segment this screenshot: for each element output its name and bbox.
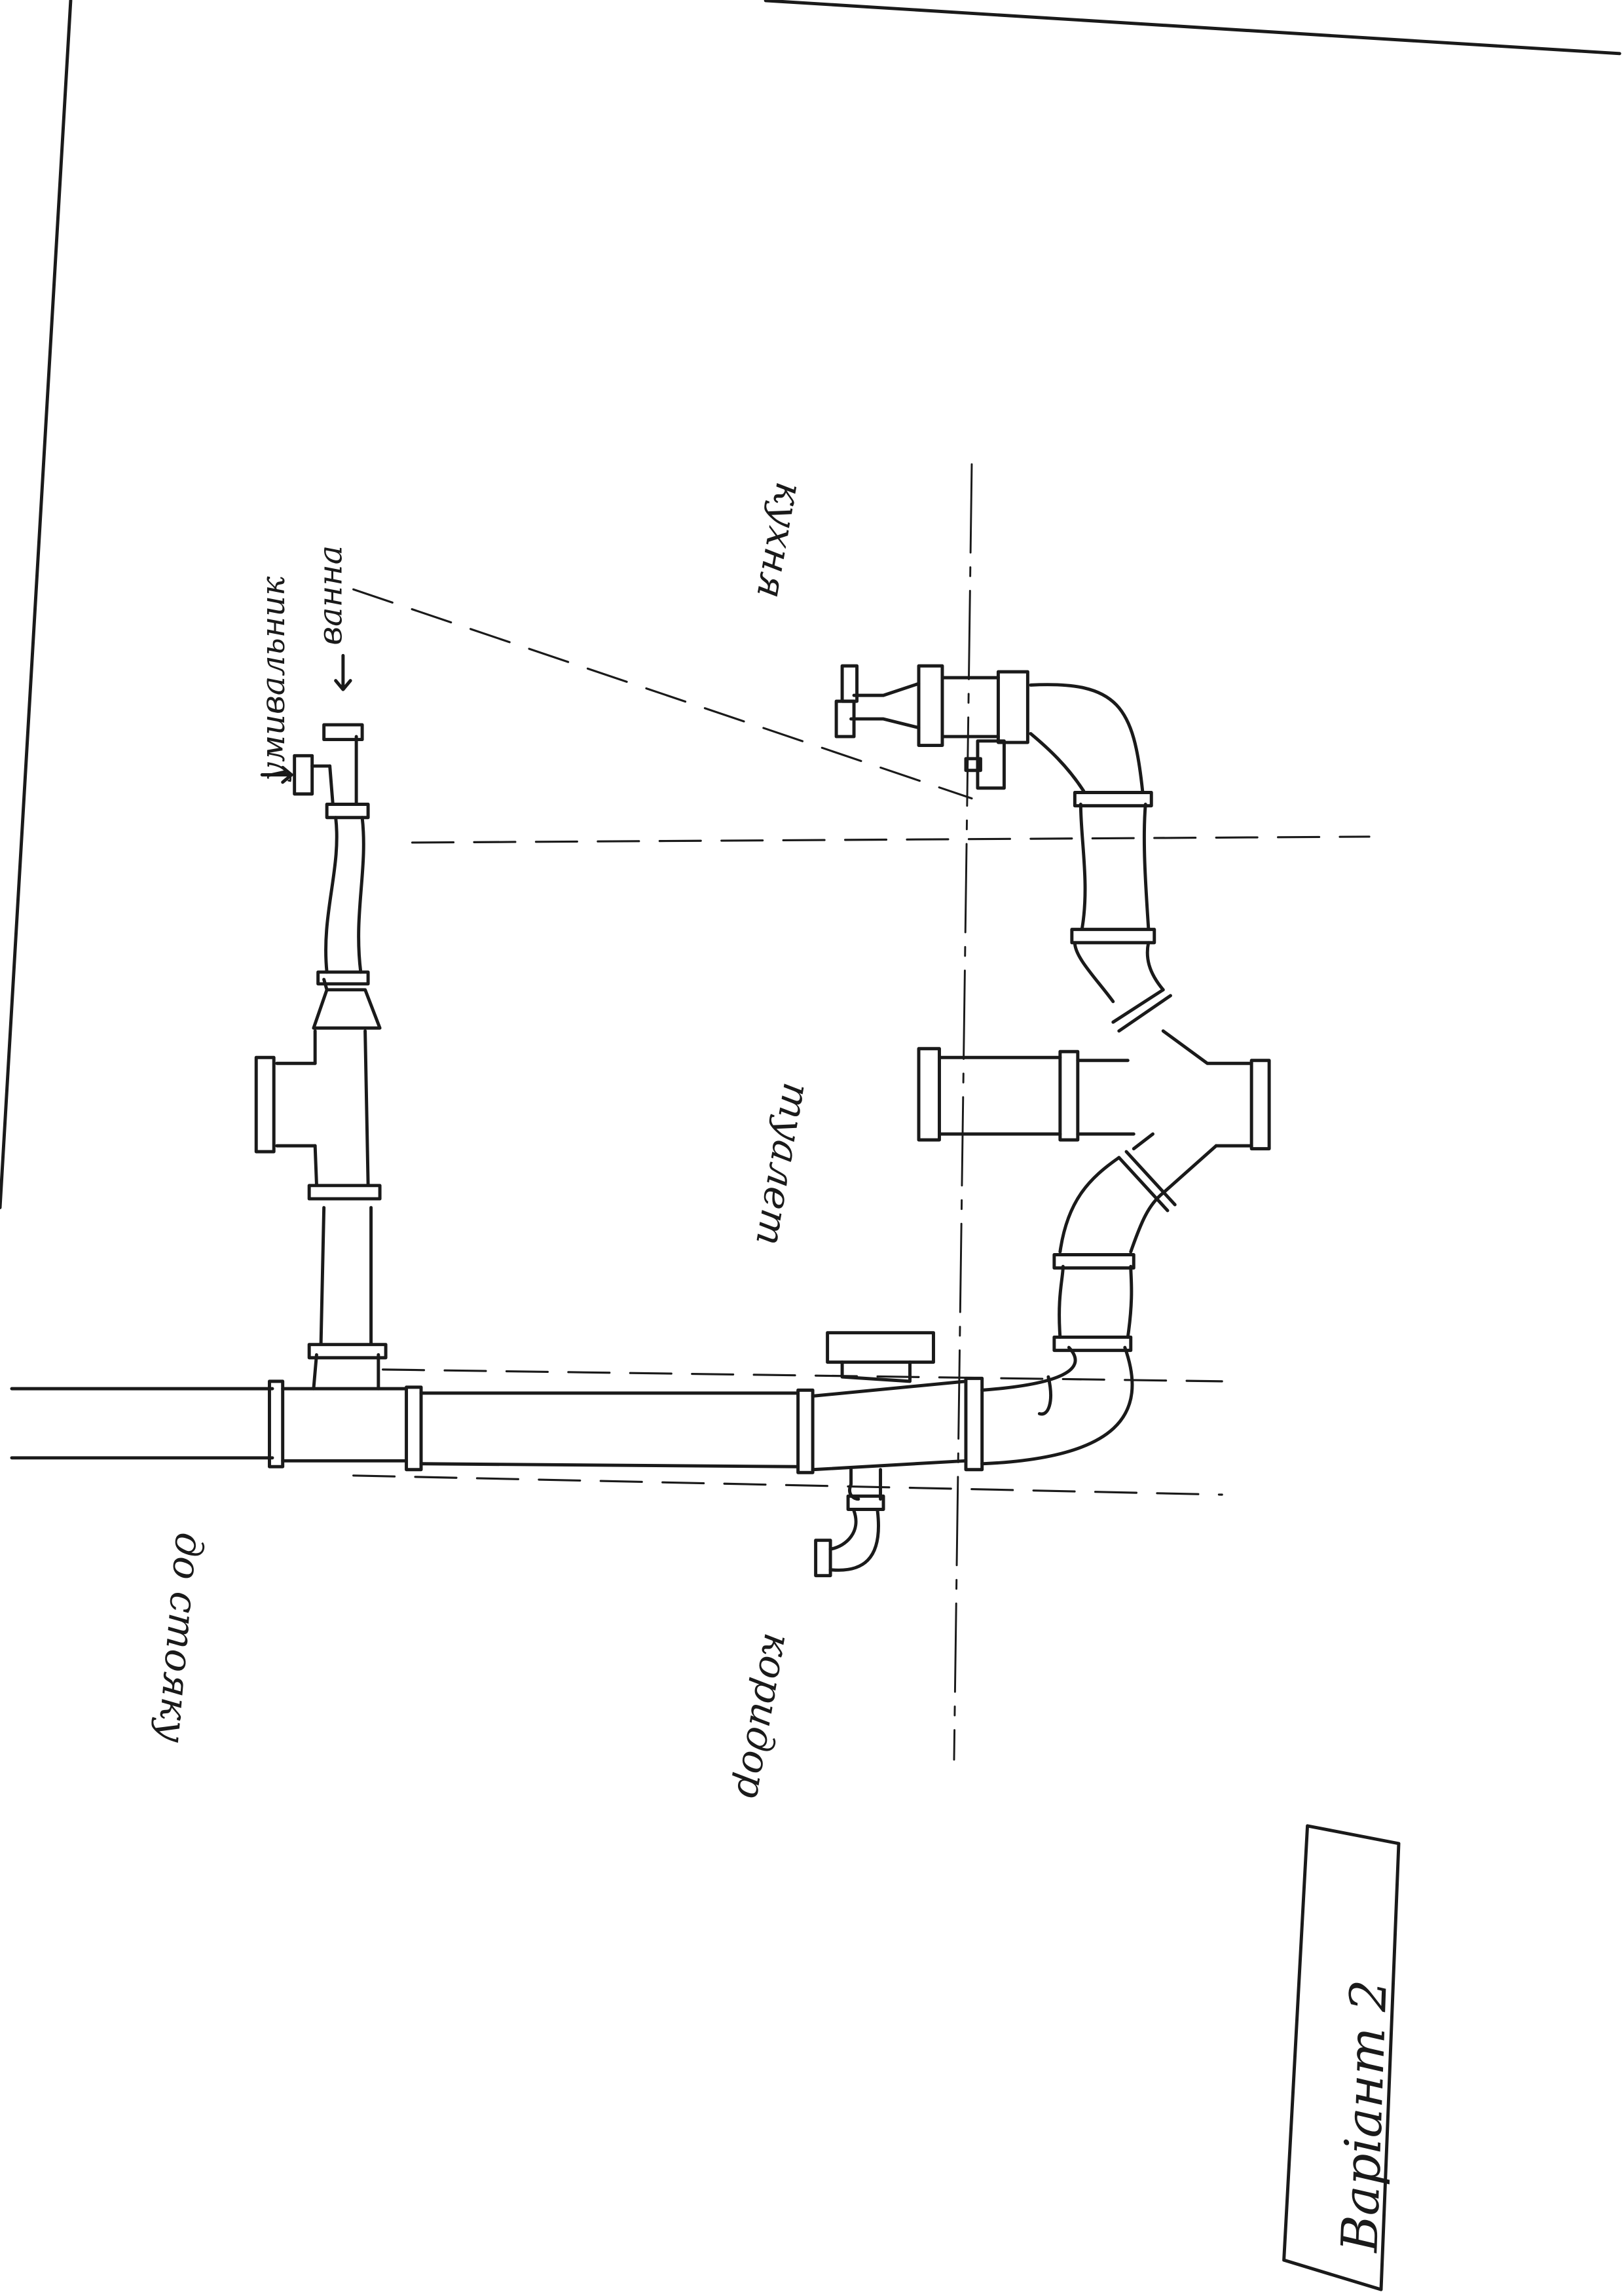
corridor-fitting — [826, 1331, 935, 1383]
bathroom-label: туалет — [747, 1080, 820, 1249]
corridor-label: коридор — [728, 1630, 800, 1802]
sheet-edge-left — [0, 0, 73, 1210]
variant-label: Варіант 2 — [1331, 1978, 1399, 2254]
tee-washbasin-branch — [254, 653, 388, 1391]
center-axis-lines — [953, 463, 973, 1761]
washbasin-label: умивальник — [254, 576, 292, 782]
main-drain-pipe — [10, 1376, 984, 1474]
kitchen-label: кухня — [748, 479, 812, 602]
washbasin-arrow — [260, 765, 293, 784]
riser-label: до стояку — [149, 1531, 212, 1744]
kitchen-trap-fitting — [814, 1468, 885, 1578]
bath-arrow — [334, 653, 352, 691]
bath-label: ванна — [312, 545, 350, 646]
room-guide-lines — [352, 588, 1371, 1496]
variant-frame — [1282, 1824, 1401, 2291]
sheet-edge-top — [764, 0, 1621, 56]
right-stack — [834, 664, 1271, 1466]
